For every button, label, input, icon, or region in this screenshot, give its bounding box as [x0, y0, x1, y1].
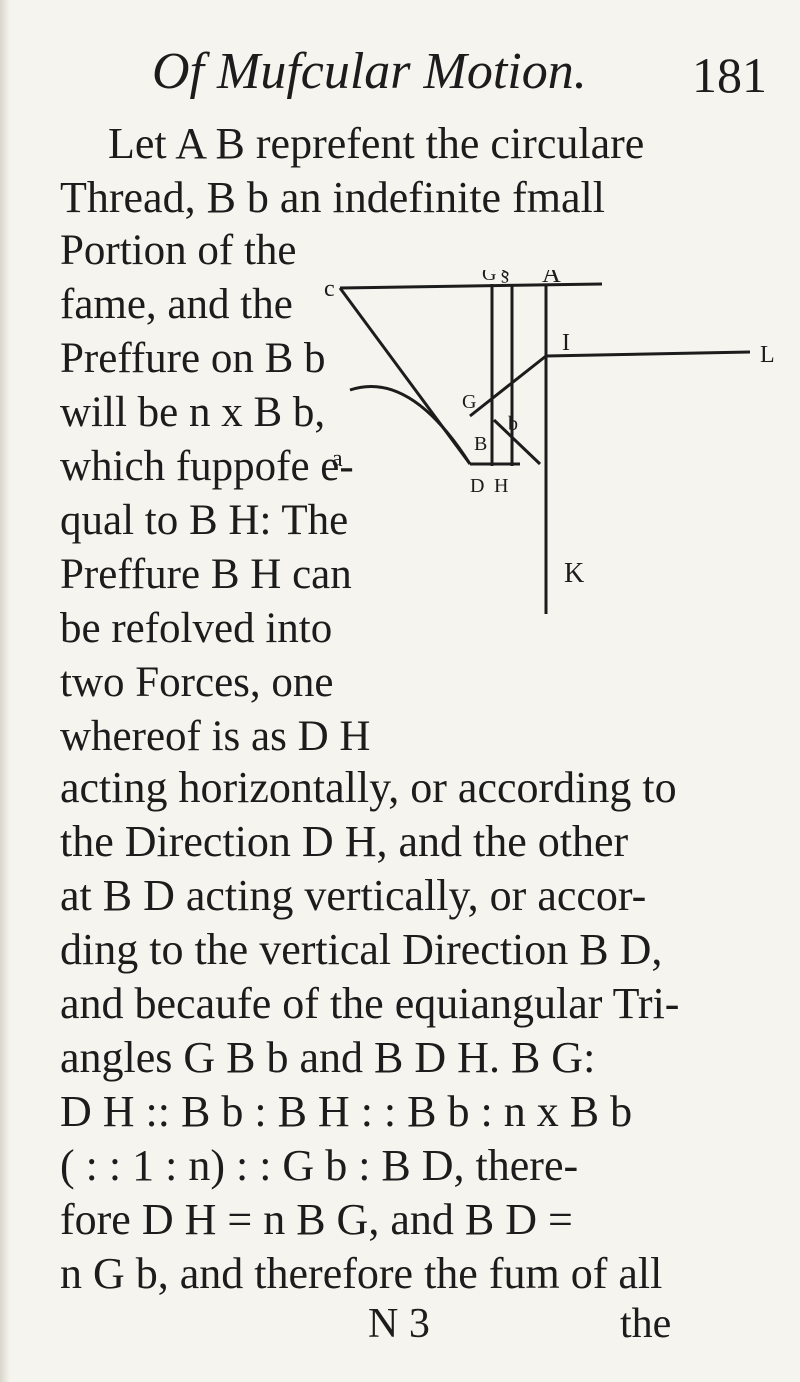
horizontal-line-i-l: [545, 350, 751, 358]
label-b-small: b: [508, 413, 518, 435]
text-line: Thread, B b an indefinite fmall: [60, 173, 605, 222]
page-header: Of Mufcular Motion. 181: [0, 42, 800, 112]
text-line: D H :: B b : B H : : B b : n x B b: [60, 1087, 633, 1136]
page-number: 181: [692, 47, 767, 103]
label-a: A: [542, 270, 561, 288]
label-c: c: [324, 276, 335, 302]
top-chord-line: [339, 282, 603, 290]
figure-lines: [338, 282, 751, 614]
text-line: ding to the vertical Direction B D,: [60, 925, 663, 974]
text-line: Let A B reprefent the circulare: [108, 119, 645, 168]
text-line: be refolved into: [60, 605, 333, 652]
label-k: K: [564, 558, 584, 589]
text-line: Preffure B H can: [60, 551, 352, 598]
slant-line-b-h: [492, 418, 542, 466]
text-line: angles G B b and B D H. B G:: [60, 1033, 596, 1082]
text-line: at B D acting vertically, or accor-: [60, 871, 647, 920]
slant-line-right: [469, 354, 547, 418]
text-line: and becaufe of the equiangular Tri-: [60, 979, 680, 1028]
text-line: which fuppofe e-: [60, 443, 354, 490]
geometric-figure: c G § A I L G b a B D H K: [324, 270, 775, 614]
label-a-left: a: [332, 446, 343, 472]
page-gutter-shadow: [0, 0, 10, 1382]
text-line: two Forces, one: [60, 659, 334, 706]
signature-mark: N 3: [368, 1301, 430, 1347]
text-line: n G b, and therefore the fum of all: [60, 1249, 663, 1298]
text-line: will be n x B b,: [60, 389, 326, 436]
label-b-big: B: [474, 433, 487, 455]
running-title: Of Mufcular Motion.: [152, 43, 587, 100]
text-line: fore D H = n B G, and B D =: [60, 1195, 573, 1244]
label-d: D: [470, 475, 484, 497]
label-g-mid: G: [462, 391, 476, 413]
text-line: Portion of the: [60, 227, 297, 274]
text-line: ( : : 1 : n) : : G b : B D, there-: [60, 1141, 579, 1190]
text-line: fame, and the: [60, 281, 293, 328]
label-g-top: G: [482, 270, 496, 285]
arc-a-b: [349, 385, 472, 465]
label-l: L: [760, 342, 775, 368]
label-h: H: [494, 475, 508, 497]
label-i: I: [562, 330, 570, 356]
text-line: qual to B H: The: [60, 497, 349, 544]
text-line: acting horizontally, or according to: [60, 763, 677, 812]
text-line: whereof is as D H: [60, 713, 371, 760]
catchword: the: [620, 1301, 672, 1347]
text-line: the Direction D H, and the other: [60, 817, 629, 866]
label-sect: §: [500, 270, 510, 285]
text-line: Preffure on B b: [60, 335, 326, 382]
